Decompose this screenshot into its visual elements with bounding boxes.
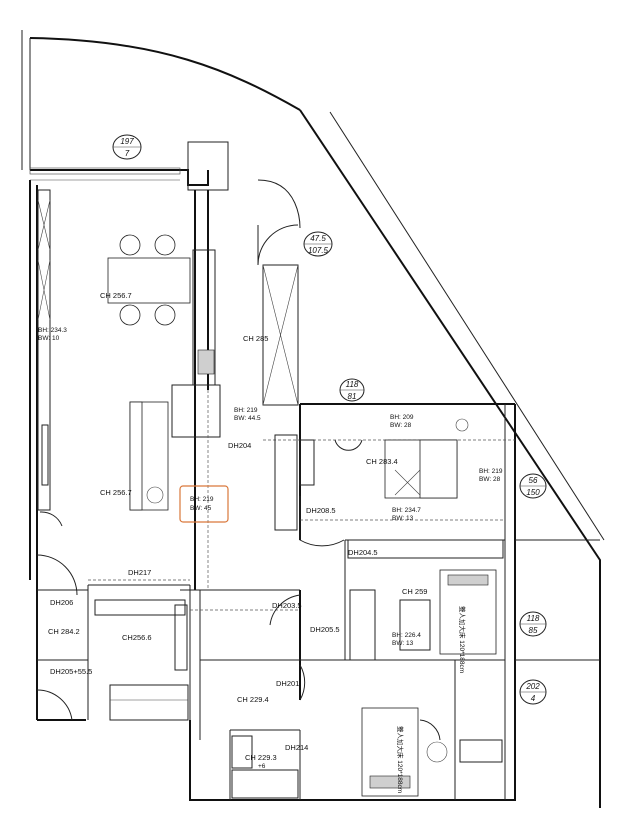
dining-chair xyxy=(154,234,176,256)
beam-height: BH: 226.4 xyxy=(392,632,421,639)
beam-width: BW: 28 xyxy=(479,476,501,483)
window-marker-right3: 202 4 xyxy=(519,679,547,705)
beam-height: BH: 219 xyxy=(479,468,503,475)
bed-labels: 雙人加大床 120*188cm 雙人加大床 120*188cm xyxy=(396,606,467,793)
window-bottom-num: 7 xyxy=(125,149,130,158)
window-top-num: 118 xyxy=(527,614,540,623)
ceiling-label: CH 229.3 xyxy=(245,753,277,762)
beam-width: BW: 28 xyxy=(390,422,412,429)
ceiling-label: CH 284.2 xyxy=(48,627,80,636)
beam-width: BW: 45 xyxy=(190,505,212,512)
window-bottom-num: 81 xyxy=(348,392,357,401)
window-bottom-num: 4 xyxy=(531,694,536,703)
beam-width: BW: 13 xyxy=(392,640,414,647)
bed-size-label: 雙人加大床 120*188cm xyxy=(458,606,467,673)
ceiling-label: CH 256.7 xyxy=(100,488,132,497)
beam-labels: BH: 234.3 BW: 10 BH: 219 BW: 44.5 BH: 20… xyxy=(38,327,503,647)
window-marker-right2: 118 85 xyxy=(519,611,547,637)
window-marker-right: 56 150 xyxy=(519,473,547,499)
door-label: DH204.5 xyxy=(348,548,378,557)
door-label: DH208.5 xyxy=(306,506,336,515)
door-label: DH201 xyxy=(276,679,299,688)
beam-height: BH: 234.3 xyxy=(38,327,67,334)
dining-chair xyxy=(154,304,176,326)
outer-walls xyxy=(21,30,605,808)
window-top-num: 56 xyxy=(529,476,538,485)
ceiling-label: CH 256.7 xyxy=(100,291,132,300)
door-label: DH205.5 xyxy=(310,625,340,634)
bed-size-label: 雙人加大床 120*188cm xyxy=(396,726,405,793)
doors xyxy=(36,179,441,741)
door-label: DH204 xyxy=(228,441,251,450)
beam-height: BH: 219 xyxy=(234,407,258,414)
ceiling-label: CH 259 xyxy=(402,587,427,596)
beam-height: BH: 209 xyxy=(390,414,414,421)
beam-width: BW: 10 xyxy=(38,335,60,342)
window-marker-top: 197 7 xyxy=(112,134,142,160)
ceiling-label: CH 285 xyxy=(243,334,268,343)
window-top-num: 202 xyxy=(525,682,540,691)
offset-label: +6 xyxy=(258,763,266,770)
ceiling-label: CH 283.4 xyxy=(366,457,398,466)
highlight-box xyxy=(179,485,229,523)
door-labels: DH204 DH208.5 DH204.5 DH217 DH206 DH203.… xyxy=(50,441,378,752)
ceiling-labels: CH 256.7 CH 285 CH 283.4 CH 256.7 CH 284… xyxy=(48,291,427,762)
door-label: DH217 xyxy=(128,568,151,577)
window-marker-bed: 118 81 xyxy=(339,378,365,402)
furniture xyxy=(37,189,504,799)
beam-width: BW: 13 xyxy=(392,515,414,522)
window-top-num: 118 xyxy=(346,380,359,389)
door-label: DH205+55.5 xyxy=(50,667,92,676)
ceiling-label: CH 229.4 xyxy=(237,695,269,704)
beam-width: BW: 44.5 xyxy=(234,415,261,422)
window-bottom-num: 85 xyxy=(529,626,538,635)
ceiling-label: CH256.6 xyxy=(122,633,152,642)
door-label: DH206 xyxy=(50,598,73,607)
window-markers: 197 7 47.5 107.5 118 81 56 150 118 85 xyxy=(112,134,547,705)
door-label: DH203.5 xyxy=(272,601,302,610)
beam-height: BH: 219 xyxy=(190,496,214,503)
window-bottom-num: 150 xyxy=(526,488,540,497)
dining-table xyxy=(107,257,191,304)
window-top-num: 197 xyxy=(120,137,134,146)
dining-chair xyxy=(119,304,141,326)
door-label: DH214 xyxy=(285,743,308,752)
beam-height: BH: 234.7 xyxy=(392,507,421,514)
dining-chair xyxy=(119,234,141,256)
window-marker-diag: 47.5 107.5 xyxy=(303,231,333,257)
window-bottom-num: 107.5 xyxy=(308,246,329,255)
window-top-num: 47.5 xyxy=(310,234,326,243)
